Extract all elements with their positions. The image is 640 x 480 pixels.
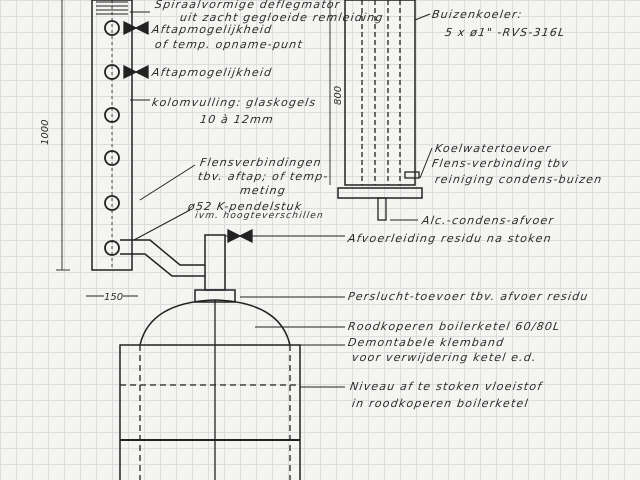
label-clamp-purpose: voor verwijdering ketel e.d. (351, 351, 538, 364)
label-coolwater: Koelwatertoevoer (434, 142, 553, 155)
label-filling-size: 10 à 12mm (199, 113, 275, 126)
dimension-column-height: 1000 (40, 119, 51, 145)
label-column-filling: kolomvulling: glaskogels (151, 96, 318, 109)
label-cooler-spec: 5 x ø1" -RVS-316L (444, 26, 567, 39)
tube-cooler (337, 0, 423, 221)
label-pendel-purpose: ivm. hoogteverschillen (194, 211, 325, 221)
label-alc-drain: Alc.-condens-afvoer (421, 214, 556, 227)
label-flange-clean: Flens-verbinding tbv (431, 157, 570, 170)
label-tap-1: Aftapmogelijkheid (151, 23, 274, 36)
label-deflegmator: Spiraalvormige deflegmator (154, 0, 342, 11)
column (91, 0, 149, 271)
leader-lines (130, 11, 433, 388)
label-clamp: Demontabele klemband (347, 336, 506, 349)
tap-flanges (104, 20, 120, 256)
boiler-kettle (119, 289, 301, 480)
label-flanges-measure: meting (239, 184, 287, 197)
dimension-cooler-height: 800 (333, 85, 344, 105)
dimension-column-width: 150 (104, 292, 124, 303)
valve-icons (123, 20, 149, 80)
label-temp-point: of temp. opname-punt (154, 38, 304, 51)
label-flanges: Flensverbindingen (199, 156, 323, 169)
label-level: Niveau af te stoken vloeistof (349, 380, 544, 393)
riser-pipe (204, 234, 226, 291)
label-level-location: in roodkoperen boilerketel (351, 397, 530, 410)
label-residue-drain: Afvoerleiding residu na stoken (347, 232, 553, 245)
deflegmator-coil (96, 1, 128, 15)
drain-valve-icon (227, 228, 253, 244)
label-flanges-purpose: tbv. aftap; of temp- (197, 170, 330, 183)
label-flange-clean-purpose: reiniging condens-buizen (434, 173, 604, 186)
label-tap-2: Aftapmogelijkheid (151, 66, 274, 79)
label-cooler: Buizenkoeler: (431, 8, 524, 21)
label-boiler: Roodkoperen boilerketel 60/80L (347, 320, 562, 333)
label-air-supply: Perslucht-toevoer tbv. afvoer residu (347, 290, 590, 303)
